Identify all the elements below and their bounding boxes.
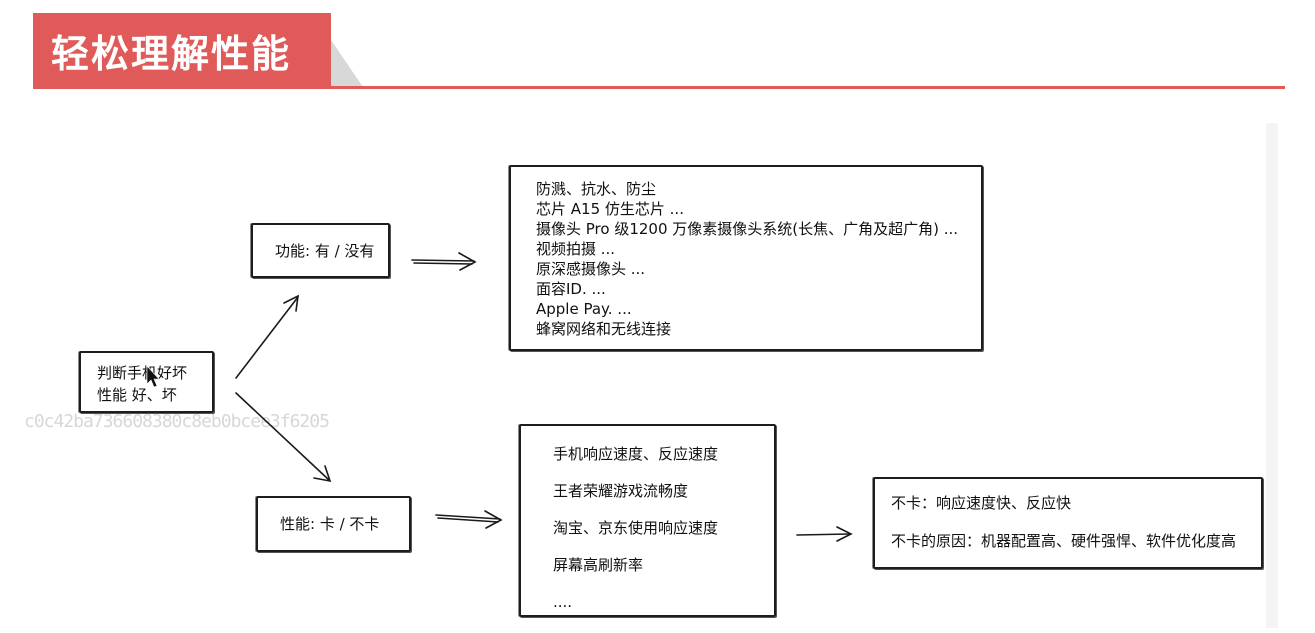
performance-list-box: 手机响应速度、反应速度 王者荣耀游戏流畅度 淘宝、京东使用响应速度 屏幕高刷新率…: [519, 424, 776, 617]
performance-node-box: 性能: 卡 / 不卡: [256, 496, 411, 552]
function-list-item: 蜂窝网络和无线连接: [536, 320, 672, 338]
page-title: 轻松理解性能: [33, 13, 331, 87]
performance-list-item: 手机响应速度、反应速度: [553, 445, 719, 463]
arrow-root-to-function: [235, 296, 299, 379]
performance-node-label: 性能: 卡 / 不卡: [280, 515, 380, 533]
performance-list-item: 淘宝、京东使用响应速度: [553, 519, 719, 537]
arrow-root-to-function-head: [283, 294, 299, 312]
arrow-root-to-performance-head: [313, 465, 332, 483]
function-node-label: 功能: 有 / 没有: [275, 242, 375, 260]
result-line-2: 不卡的原因：机器配置高、硬件强悍、软件优化度高: [891, 532, 1237, 550]
function-list-box: 防溅、抗水、防尘 芯片 A15 仿生芯片 ... 摄像头 Pro 级1200 万…: [509, 165, 983, 351]
function-node-box: 功能: 有 / 没有: [251, 223, 390, 278]
arrow-performance-to-list: [435, 514, 501, 520]
arrow-performance-to-list-b: [437, 517, 499, 523]
function-list-item: 面容ID. ...: [536, 280, 606, 298]
mouse-cursor-icon: [146, 365, 160, 388]
function-list-item: 摄像头 Pro 级1200 万像素摄像头系统(长焦、广角及超广角) ...: [536, 220, 959, 238]
arrow-root-to-performance: [235, 392, 330, 481]
title-fold-decoration: [331, 40, 363, 87]
result-box: 不卡：响应速度快、反应快 不卡的原因：机器配置高、硬件强悍、软件优化度高: [873, 477, 1263, 569]
arrow-function-to-list-b: [413, 262, 473, 265]
root-node-line-1: 判断手机好坏: [97, 364, 188, 382]
performance-list-item: 屏幕高刷新率: [553, 556, 644, 574]
function-list-item: 芯片 A15 仿生芯片 ...: [536, 200, 684, 218]
performance-list-item: ....: [553, 593, 573, 611]
scroll-strip: [1266, 123, 1278, 628]
arrow-function-to-list-head: [458, 252, 477, 271]
watermark-text: c0c42ba736608380c8eb0bcee3f6205: [24, 411, 330, 432]
arrow-list-to-result: [796, 533, 851, 536]
root-node-line-2: 性能 好、坏: [97, 386, 177, 404]
function-list-item: 视频拍摄 ...: [536, 240, 616, 258]
performance-list-item: 王者荣耀游戏流畅度: [553, 482, 689, 500]
root-node-box: 判断手机好坏 性能 好、坏: [79, 351, 214, 413]
result-line-1: 不卡：响应速度快、反应快: [891, 494, 1072, 512]
arrow-performance-to-list-head: [484, 510, 503, 529]
function-list-item: 防溅、抗水、防尘: [536, 180, 657, 198]
function-list-item: Apple Pay. ...: [536, 300, 632, 318]
title-underline: [33, 86, 1285, 89]
arrow-list-to-result-head: [836, 526, 853, 542]
arrow-function-to-list: [411, 259, 475, 262]
function-list-item: 原深感摄像头 ...: [536, 260, 646, 278]
